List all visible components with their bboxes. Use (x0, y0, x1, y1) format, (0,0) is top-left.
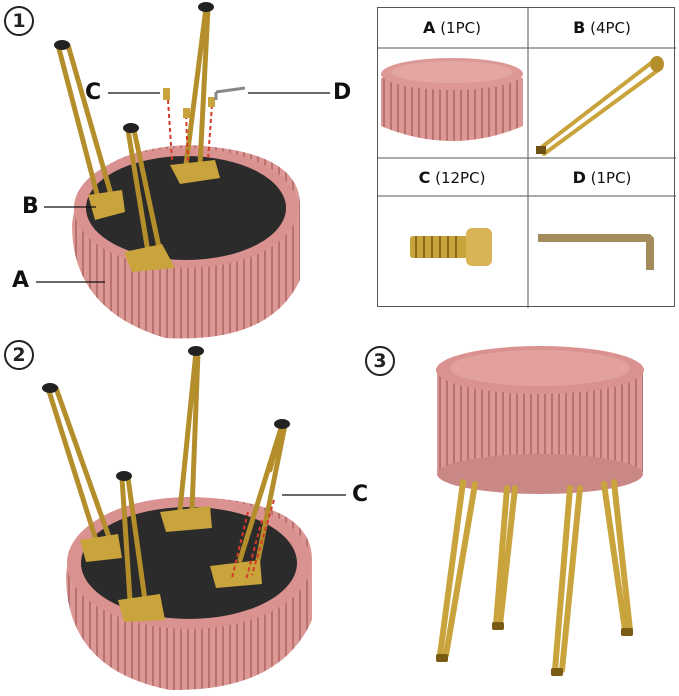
part-d-qty: (1PC) (590, 169, 632, 187)
parts-table-grid (378, 8, 676, 308)
part-c-qty: (12PC) (435, 169, 486, 187)
step-1-legs (55, 5, 211, 255)
part-a-label: A (1PC) (378, 18, 526, 37)
callout-a-step1: A (12, 268, 30, 293)
part-b-letter: B (573, 18, 586, 37)
step-2-screw-guides (231, 499, 275, 581)
part-d-label: D (1PC) (528, 168, 676, 187)
step-3-feet (436, 622, 633, 676)
part-b-label: B (4PC) (528, 18, 676, 37)
part-b-qty: (4PC) (590, 19, 631, 37)
step-3-number: 3 (365, 346, 395, 376)
part-c-letter: C (418, 168, 431, 187)
step-1-leg-caps (54, 2, 214, 133)
step-3-legs (437, 479, 633, 673)
part-d-letter: D (572, 168, 586, 187)
callout-c-step2: C (352, 482, 369, 507)
part-a-image (381, 58, 523, 141)
parts-table: A (1PC) B (4PC) C (12PC) D (1PC) (377, 7, 676, 308)
step-2-legs (45, 349, 288, 603)
part-b-image (536, 56, 664, 156)
step-2-leg-caps (42, 346, 290, 481)
step-2-mounting-plates (80, 506, 262, 622)
part-a-qty: (1PC) (440, 19, 481, 37)
part-c-label: C (12PC) (378, 168, 526, 187)
part-d-image (538, 234, 654, 270)
step-2-number: 2 (4, 340, 34, 370)
callout-d-step1: D (333, 80, 352, 105)
step-1-number: 1 (4, 6, 34, 36)
part-c-image (410, 228, 492, 266)
callout-c-step1: C (85, 80, 102, 105)
step-1-hex-key (214, 86, 246, 100)
part-a-letter: A (423, 18, 436, 37)
step-1-callout-lines (36, 92, 330, 283)
step-1-screw-guides (167, 99, 213, 164)
step-1-screws (163, 88, 215, 118)
step-1-mounting-plates (88, 160, 220, 272)
callout-b-step1: B (22, 194, 39, 219)
step-3-assembled-stool (436, 346, 644, 494)
